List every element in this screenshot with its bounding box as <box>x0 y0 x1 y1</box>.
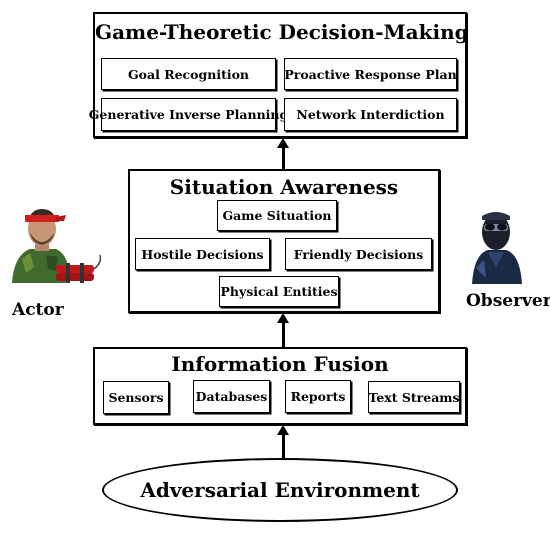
decision-making-title: Game-Theoretic Decision-Making <box>95 20 469 44</box>
friendly-decisions-box: Friendly Decisions <box>285 238 432 270</box>
databases-box: Databases <box>193 380 270 413</box>
actor-soldier-icon <box>12 209 102 283</box>
game-situation-box: Game Situation <box>217 200 337 231</box>
observer-label: Observer <box>466 291 550 311</box>
arrow-to-fusion <box>282 434 285 459</box>
arrow-to-decision-head <box>277 138 289 148</box>
actor-label: Actor <box>12 300 64 320</box>
arrow-to-fusion-head <box>277 425 289 435</box>
sensors-box: Sensors <box>103 381 169 414</box>
observer-masked-icon <box>472 212 522 284</box>
situation-awareness-title: Situation Awareness <box>169 175 399 199</box>
hostile-decisions-box: Hostile Decisions <box>135 238 270 270</box>
proactive-response-plan-box: Proactive Response Plan <box>284 58 457 90</box>
network-interdiction-box: Network Interdiction <box>284 98 457 131</box>
goal-recognition-box: Goal Recognition <box>101 58 276 90</box>
generative-inverse-planning-box: Generative Inverse Planning <box>89 98 288 131</box>
arrow-to-awareness-head <box>277 313 289 323</box>
adversarial-environment-ellipse: Adversarial Environment <box>102 458 458 522</box>
information-fusion-title: Information Fusion <box>171 352 389 376</box>
arrow-to-awareness <box>282 322 285 347</box>
reports-box: Reports <box>285 380 351 413</box>
adversarial-environment-label: Adversarial Environment <box>140 478 420 502</box>
physical-entities-box: Physical Entities <box>219 276 339 307</box>
arrow-to-decision <box>282 147 285 169</box>
text-streams-box: Text Streams <box>368 381 460 413</box>
